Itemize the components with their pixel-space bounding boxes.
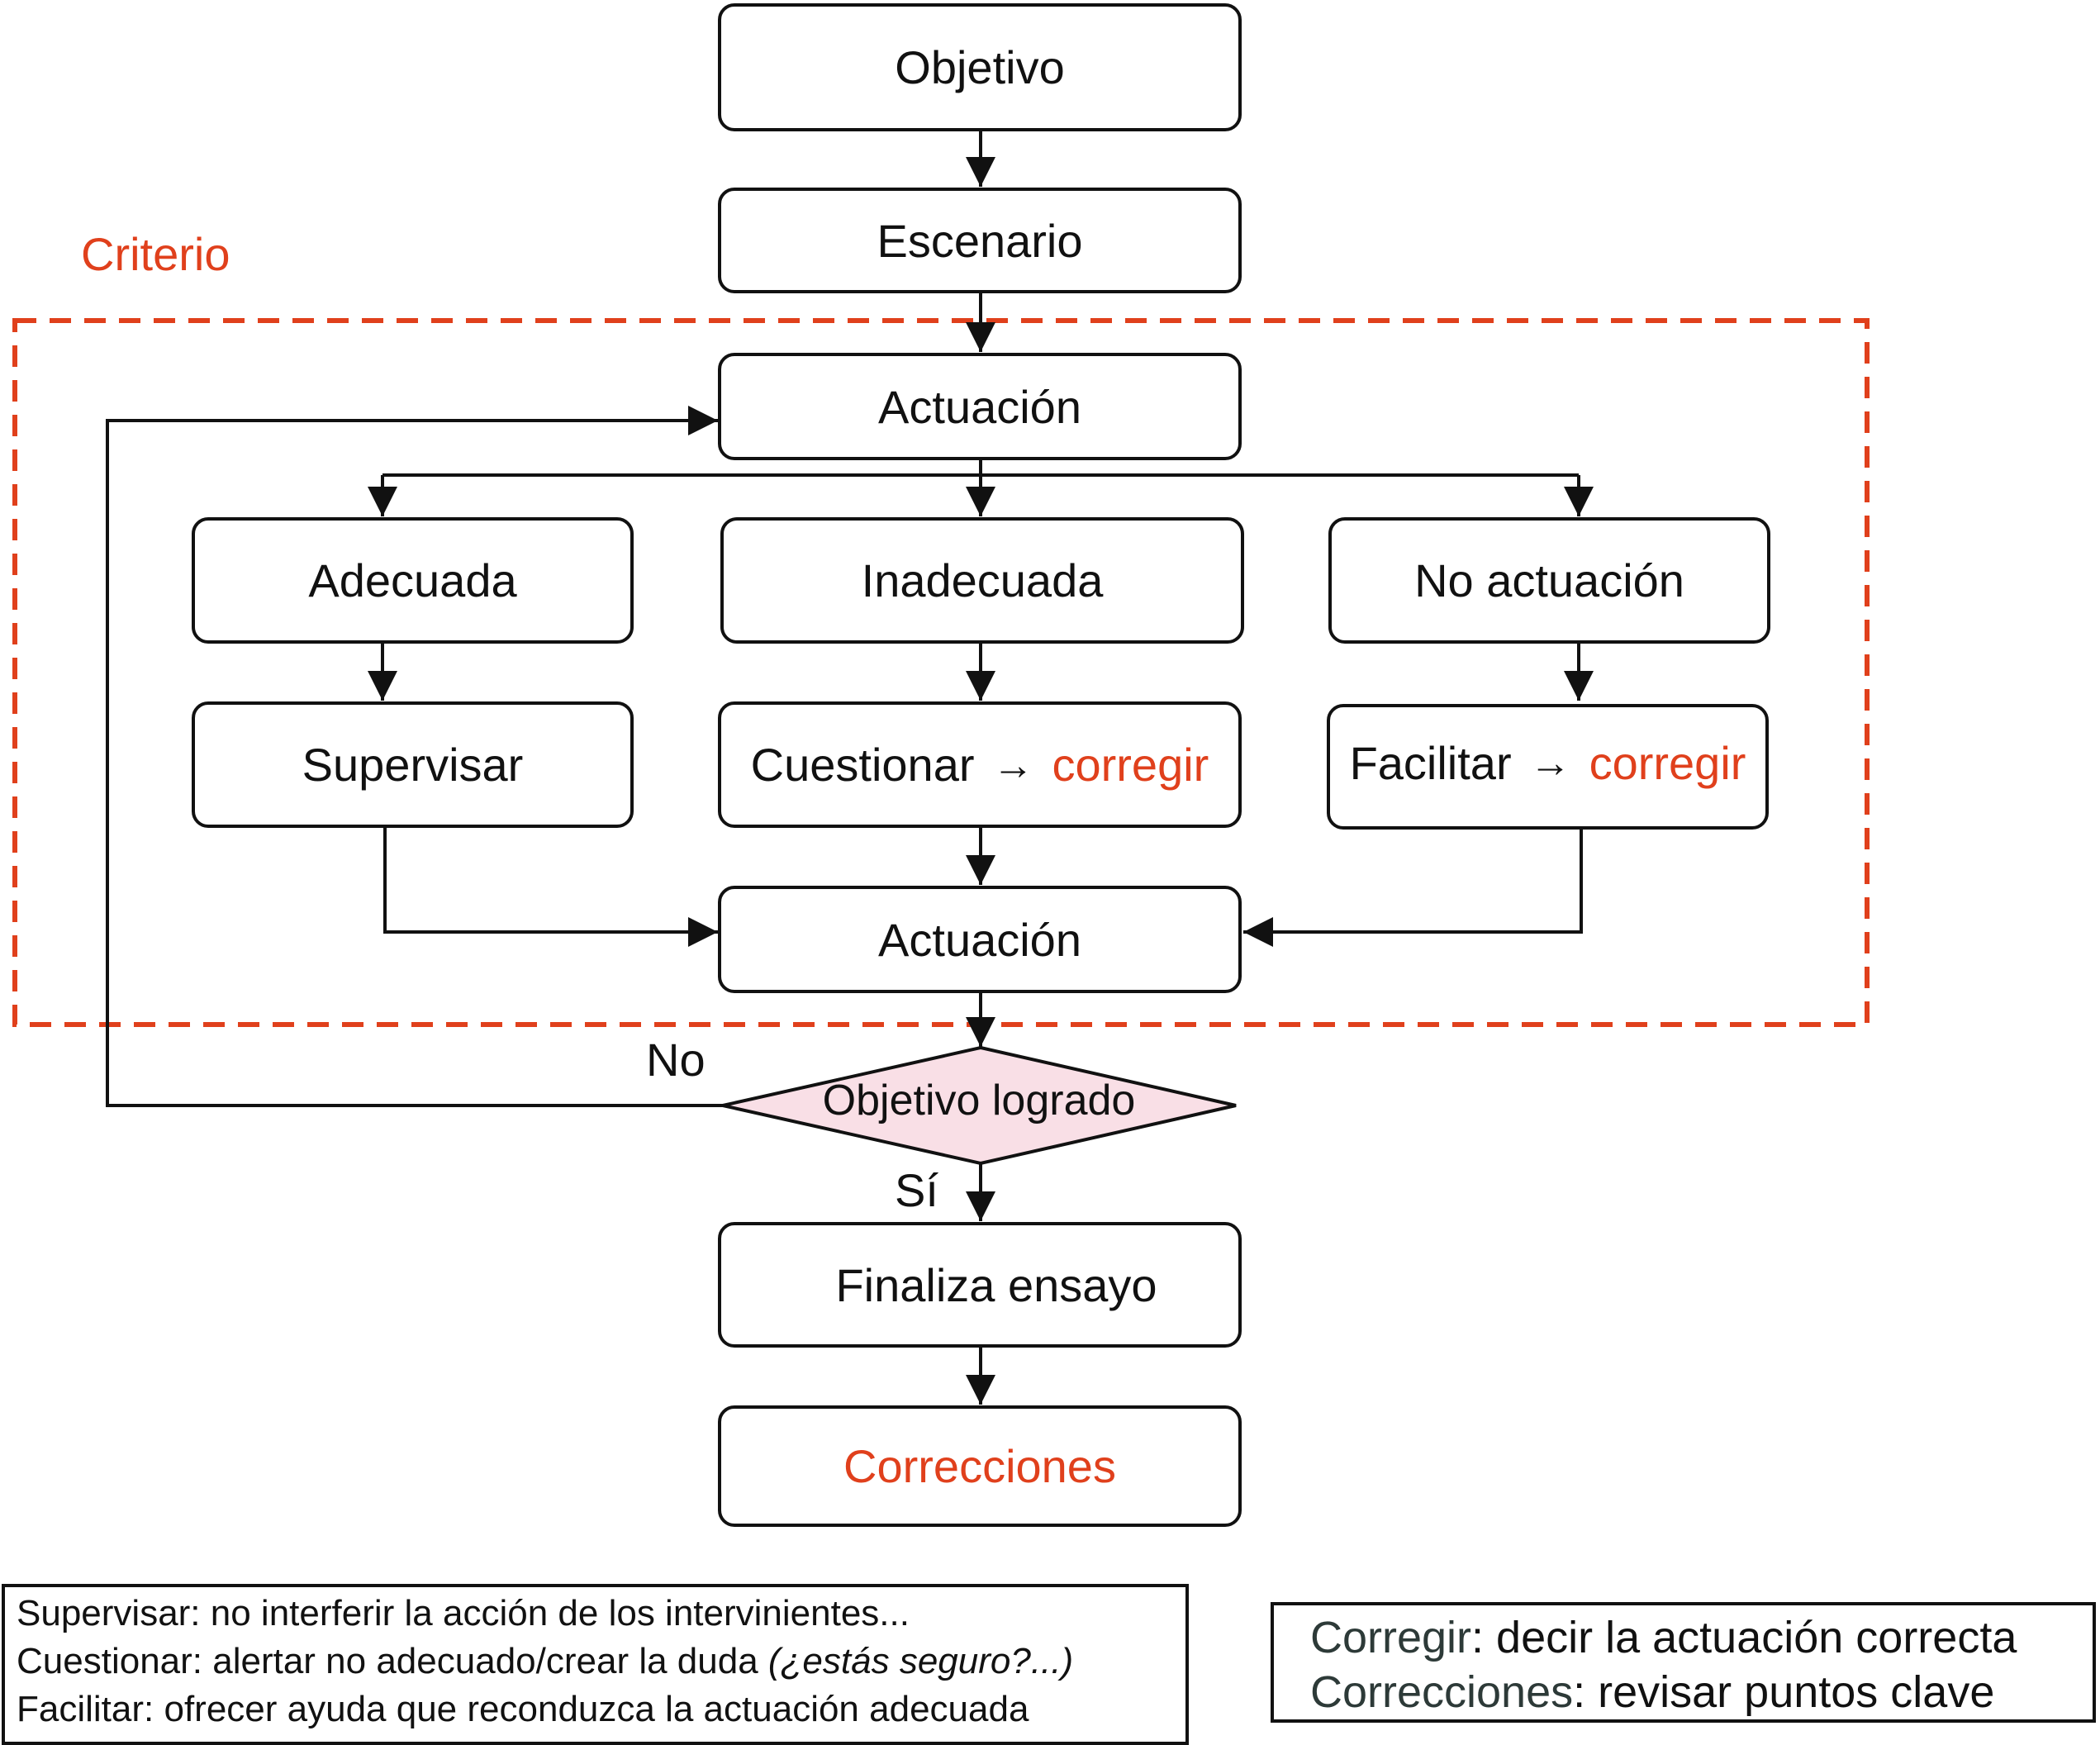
node-cuestionar-accent: corregir <box>1052 739 1209 791</box>
decision-label: Objetivo logrado <box>822 1077 1136 1125</box>
node-actuacion-bottom: Actuación <box>718 886 1242 993</box>
legend-line-facilitar: Facilitar: ofrecer ayuda que reconduzca … <box>17 1689 1029 1729</box>
node-no-actuacion: No actuación <box>1328 517 1770 644</box>
legend-def-corregir: : decir la actuación correcta <box>1471 1613 2017 1662</box>
node-actuacion-top-label: Actuación <box>878 380 1081 433</box>
legend-line-corregir: Corregir: decir la actuación correcta <box>1310 1610 2056 1665</box>
node-finaliza: Finaliza ensayo <box>718 1222 1242 1348</box>
legend-line-cuestionar-example: (¿estás seguro?...) <box>767 1641 1074 1681</box>
right-arrow-icon: → <box>1529 739 1571 786</box>
legend-definitions: Supervisar: no interferir la acción de l… <box>2 1584 1189 1745</box>
node-facilitar: Facilitar → corregir <box>1327 704 1769 830</box>
node-finaliza-label: Finaliza ensayo <box>835 1258 1157 1311</box>
decision-diamond <box>722 1045 1237 1166</box>
node-adecuada-label: Adecuada <box>308 554 517 606</box>
edge-facilitar-actuacion <box>1243 828 1583 947</box>
node-actuacion-top: Actuación <box>718 353 1242 460</box>
node-no-actuacion-label: No actuación <box>1414 554 1684 606</box>
legend-def-correcciones: : revisar puntos clave <box>1573 1667 1995 1717</box>
node-correcciones: Correcciones <box>718 1405 1242 1527</box>
node-actuacion-bottom-label: Actuación <box>878 913 1081 966</box>
legend-line-correcciones: Correcciones: revisar puntos clave <box>1310 1665 2056 1719</box>
node-cuestionar: Cuestionar → corregir <box>718 701 1242 828</box>
node-inadecuada-label: Inadecuada <box>861 554 1104 606</box>
legend-line-cuestionar-text: Cuestionar: alertar no adecuado/crear la… <box>17 1641 768 1681</box>
right-arrow-icon: → <box>992 741 1034 788</box>
node-inadecuada: Inadecuada <box>720 517 1244 644</box>
edge-supervisar-actuacion <box>383 828 718 947</box>
legend-line-supervisar: Supervisar: no interferir la acción de l… <box>17 1593 910 1633</box>
node-supervisar-label: Supervisar <box>302 739 524 791</box>
node-cuestionar-label: Cuestionar <box>750 739 975 791</box>
node-objetivo-label: Objetivo <box>895 41 1065 93</box>
legend-term-corregir: Corregir <box>1310 1613 1472 1662</box>
node-supervisar: Supervisar <box>192 701 634 828</box>
node-escenario-label: Escenario <box>877 214 1083 267</box>
edge-label-no: No <box>646 1034 706 1086</box>
edge-decision-loop <box>106 406 723 1107</box>
legend-term-correcciones: Correcciones <box>1310 1667 1574 1717</box>
node-escenario: Escenario <box>718 188 1242 293</box>
node-correcciones-label: Correcciones <box>843 1440 1116 1492</box>
legend-corrections: Corregir: decir la actuación correcta Co… <box>1271 1602 2096 1723</box>
node-facilitar-label: Facilitar <box>1349 736 1512 789</box>
node-objetivo: Objetivo <box>718 3 1242 131</box>
node-adecuada: Adecuada <box>192 517 634 644</box>
criterion-frame <box>12 318 1870 1027</box>
node-facilitar-accent: corregir <box>1589 736 1746 789</box>
legend-line-cuestionar: Cuestionar: alertar no adecuado/crear la… <box>17 1638 1174 1686</box>
criterion-label: Criterio <box>81 228 230 280</box>
edge-label-si: Sí <box>895 1164 938 1216</box>
